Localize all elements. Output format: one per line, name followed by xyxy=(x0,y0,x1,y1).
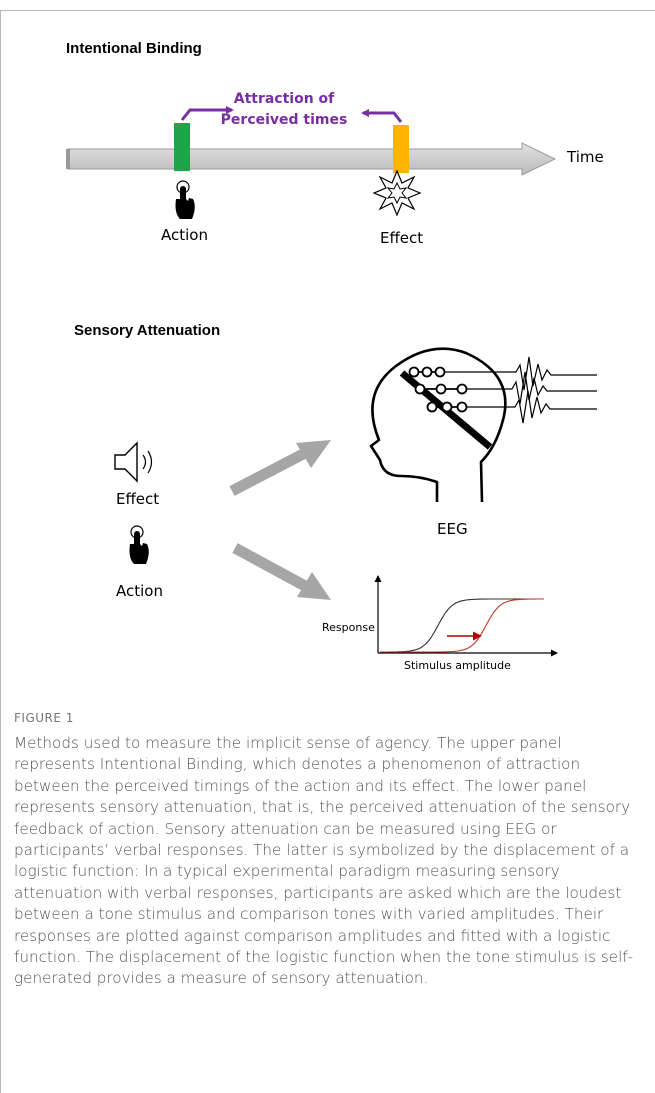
attraction-arrow-left xyxy=(361,109,403,123)
pointing-hand-icon xyxy=(175,180,195,219)
eeg-label: EEG xyxy=(437,520,468,538)
sensory-attenuation-title: Sensory Attenuation xyxy=(74,322,221,339)
effect-marker-bar xyxy=(393,125,409,173)
action-marker-bar xyxy=(174,123,190,171)
frame-top-border xyxy=(0,10,655,11)
shifted-logistic-curve xyxy=(380,598,544,653)
time-axis-label: Time xyxy=(567,148,604,166)
attraction-annotation-line1: Attraction of xyxy=(233,91,335,107)
timeline-arrow xyxy=(67,142,557,176)
baseline-logistic-curve xyxy=(380,598,544,653)
explosion-icon xyxy=(372,169,422,217)
frame-left-border xyxy=(0,10,1,1093)
effect-label-top: Effect xyxy=(380,229,424,247)
intentional-binding-title: Intentional Binding xyxy=(66,40,202,57)
x-axis-label: Stimulus amplitude xyxy=(404,659,511,672)
response-graph xyxy=(374,575,558,657)
effect-label-bottom: Effect xyxy=(116,490,160,508)
arrow-to-graph xyxy=(232,543,331,600)
figure-caption: Methods used to measure the implicit sen… xyxy=(14,734,634,988)
attraction-arrow-right xyxy=(180,106,234,121)
eeg-head-icon xyxy=(369,347,507,503)
attraction-annotation-line2: Perceived times xyxy=(220,112,348,128)
figure-graphics xyxy=(66,106,597,657)
pointing-hand-icon-bottom xyxy=(129,525,149,564)
action-label-bottom: Action xyxy=(116,582,163,600)
speaker-icon xyxy=(114,441,153,483)
y-axis-label: Response xyxy=(322,621,375,634)
attraction-annotation: Attraction of Perceived times xyxy=(199,89,369,131)
timeline-end-cap xyxy=(66,149,70,169)
figure-label: FIGURE 1 xyxy=(14,711,74,725)
eeg-signal-lines xyxy=(444,356,597,424)
arrow-to-eeg xyxy=(229,440,331,496)
action-label-top: Action xyxy=(161,226,208,244)
